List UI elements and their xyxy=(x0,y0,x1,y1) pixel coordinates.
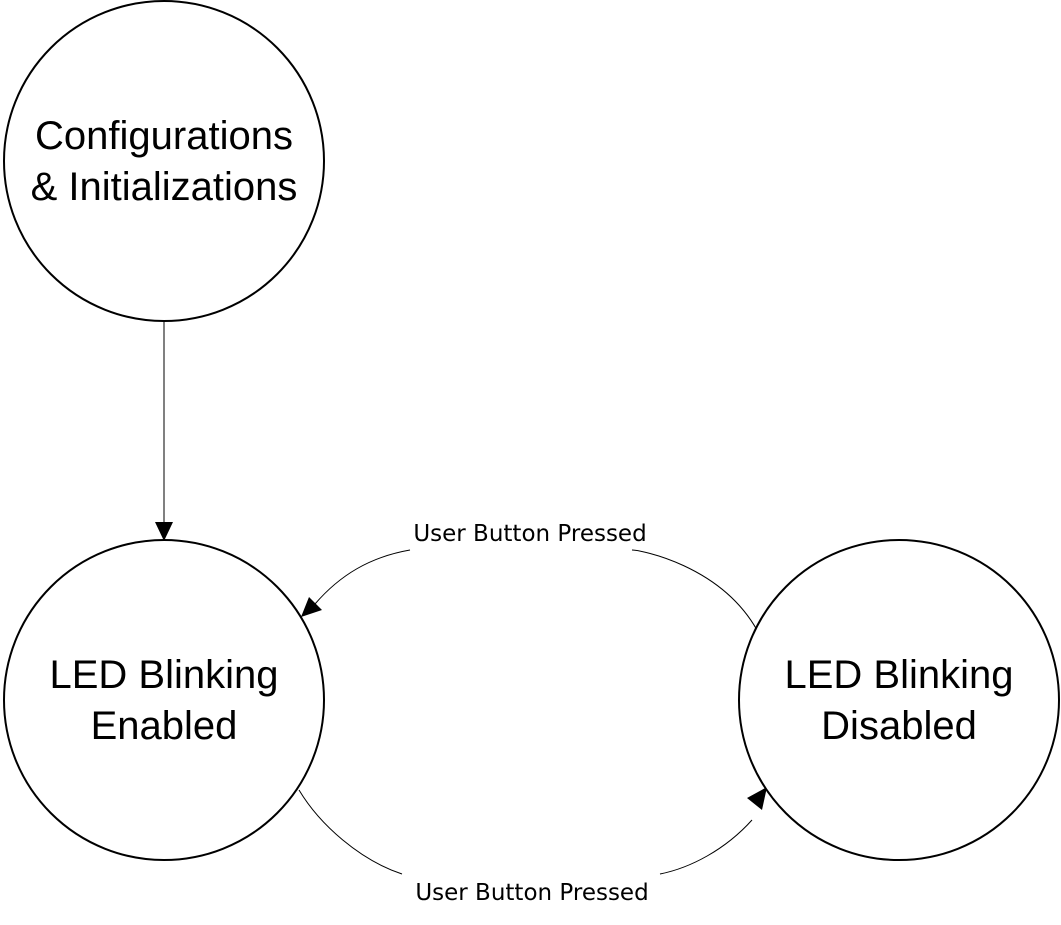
transition-config-to-enabled-arrowhead xyxy=(155,522,173,541)
transition-disabled-to-enabled: User Button Pressed xyxy=(301,521,758,631)
transition-disabled-to-enabled-arc-left xyxy=(314,549,411,605)
transition-config-to-enabled xyxy=(155,321,173,541)
state-config-label-line2: & Initializations xyxy=(31,165,298,209)
transition-disabled-to-enabled-arrowhead xyxy=(301,597,322,617)
transition-enabled-to-disabled-label: User Button Pressed xyxy=(415,880,648,906)
state-enabled: LED Blinking Enabled xyxy=(3,539,325,861)
state-disabled-label-line2: Disabled xyxy=(821,704,977,748)
state-disabled-circle xyxy=(738,539,1060,861)
transition-enabled-to-disabled-arc-right xyxy=(659,819,753,875)
state-enabled-label-line1: LED Blinking xyxy=(49,653,278,697)
state-enabled-circle xyxy=(3,539,325,861)
state-config-circle xyxy=(3,0,325,322)
transition-enabled-to-disabled-arrowhead xyxy=(747,787,767,810)
state-disabled: LED Blinking Disabled xyxy=(738,539,1060,861)
state-config-label-line1: Configurations xyxy=(35,114,293,158)
transition-enabled-to-disabled: User Button Pressed xyxy=(298,787,767,906)
transition-enabled-to-disabled-arc-left xyxy=(298,789,403,875)
transition-disabled-to-enabled-label: User Button Pressed xyxy=(413,521,646,547)
state-disabled-label-line1: LED Blinking xyxy=(784,653,1013,697)
transition-disabled-to-enabled-arc xyxy=(631,549,758,631)
state-enabled-label-line2: Enabled xyxy=(91,704,238,748)
state-config: Configurations & Initializations xyxy=(3,0,325,322)
